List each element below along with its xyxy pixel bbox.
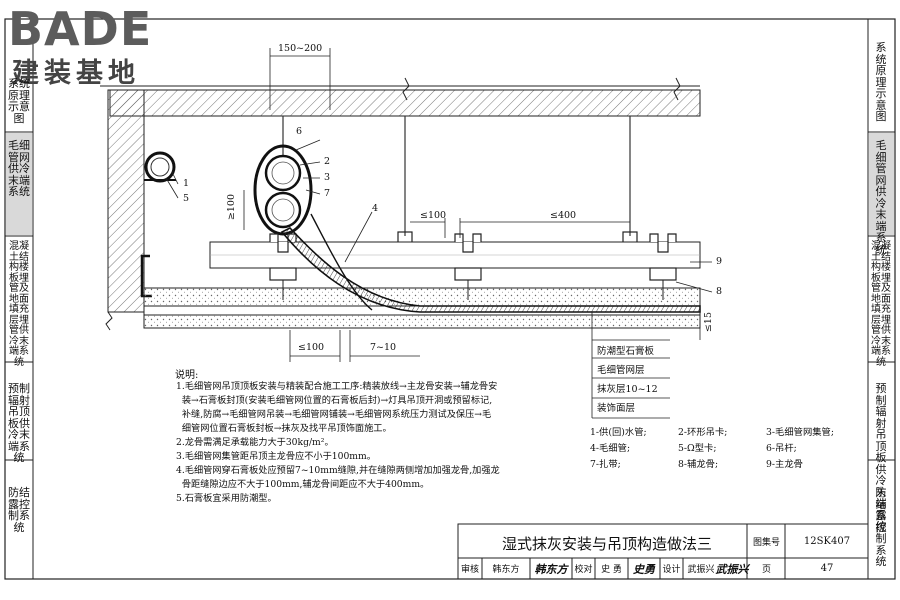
tab-separators xyxy=(5,131,895,461)
right-active-tab-bg xyxy=(869,133,894,235)
note-item: 1.毛细管网吊顶顶板安装与精装配合施工工序:精装放线→主龙骨安装→辅龙骨安 装→… xyxy=(176,381,498,434)
right-tab-concrete-slab[interactable]: 混凝土结构楼板埋管及地面填充层埋管供冷末端系统 xyxy=(871,241,891,368)
note-item: 4.毛细管网穿石膏板处应预留7~10mm缝隙,并在缝隙两侧增加加强龙骨,加强龙 … xyxy=(176,465,500,490)
callout-3: 3 xyxy=(324,172,331,183)
designer-name: 武振兴 xyxy=(687,565,715,575)
left-tab-system-diagram[interactable]: 系统原理示意图 xyxy=(8,77,30,125)
legend-item: 4-毛细管; xyxy=(590,443,631,454)
review-label: 审核 xyxy=(460,565,479,575)
finish-layer xyxy=(143,314,701,329)
left-tab-capillary[interactable]: 毛细管网供冷末端系统 xyxy=(8,139,30,198)
designer-signature: 武振兴 xyxy=(715,562,749,576)
break-mark-top xyxy=(402,77,410,101)
capillary-mat xyxy=(280,227,701,313)
dim-rail-spacing: ≤400 xyxy=(550,210,577,221)
leader-lines xyxy=(165,139,713,419)
note-item: 5.石膏板宜采用防潮型。 xyxy=(176,493,277,504)
legend-item: 5-Ω型卡; xyxy=(678,443,717,454)
callout-7: 7 xyxy=(324,188,331,199)
reviewer-name: 韩东方 xyxy=(492,565,520,575)
notes-title: 说明: xyxy=(175,370,199,381)
legend-item: 8-辅龙骨; xyxy=(678,459,719,470)
legend-item: 1-供(回)水管; xyxy=(590,427,647,438)
legend-item: 3-毛细管网集管; xyxy=(766,427,834,438)
note-item: 2.龙骨需满足承载能力大于30kg/m²。 xyxy=(176,437,334,448)
left-tab-prefab-panel[interactable]: 预制辐射吊顶板供冷末端系统 xyxy=(8,382,30,464)
right-tab-prefab-panel[interactable]: 预制辐射吊顶板供冷末端系统 xyxy=(875,382,887,533)
layer-capillary: 毛细管网层 xyxy=(597,365,645,376)
legend-item: 9-主龙骨 xyxy=(766,459,803,470)
dimension-lines xyxy=(243,48,701,362)
concrete-slab xyxy=(109,89,701,117)
dim-top-span: 150~200 xyxy=(278,43,323,54)
right-tab-condensation[interactable]: 防结露控制系统 xyxy=(875,486,887,568)
legend-item: 2-环形吊卡; xyxy=(678,427,728,438)
hanger-rods xyxy=(282,116,631,236)
logo-brand: BADE xyxy=(8,2,153,56)
drawing-title: 湿式抹灰安装与吊顶构造做法三 xyxy=(501,534,712,553)
checker-name: 史 勇 xyxy=(601,565,622,575)
notes-list: 1.毛细管网吊顶顶板安装与精装配合施工工序:精装放线→主龙骨安装→辅龙骨安 装→… xyxy=(176,380,546,506)
concrete-wall xyxy=(107,89,145,313)
supply-return-pipe xyxy=(144,151,176,183)
dim-bottom-left: ≤100 xyxy=(298,342,325,353)
break-mark-right xyxy=(673,77,681,101)
legend-item: 6-吊杆; xyxy=(766,443,797,454)
atlas-label: 图集号 xyxy=(752,537,780,548)
capillary-header-pipes xyxy=(253,144,313,236)
design-label: 设计 xyxy=(662,565,681,575)
logo-subtitle: 建装基地 xyxy=(12,58,140,89)
check-label: 校对 xyxy=(574,565,593,575)
callout-8: 8 xyxy=(716,286,723,297)
layer-gypsum: 防潮型石膏板 xyxy=(597,346,655,357)
atlas-number: 12SK407 xyxy=(803,535,851,547)
dim-right-vertical: ≤15 xyxy=(703,312,714,333)
capillary-tube-line xyxy=(310,213,373,311)
callout-1: 1 xyxy=(183,178,190,189)
note-item: 3.毛细管网集管距吊顶主龙骨应不小于100mm。 xyxy=(176,451,376,462)
ceiling-screws xyxy=(282,280,664,300)
title-block-grid xyxy=(457,523,869,580)
plaster-layer xyxy=(143,287,701,307)
parts-legend: 1-供(回)水管; 2-环形吊卡; 3-毛细管网集管; 4-毛细管; 5-Ω型卡; 6-… xyxy=(590,425,860,473)
left-tab-concrete-slab[interactable]: 混凝土结构楼板埋管及地面填充层埋管供冷末端系统 xyxy=(9,241,29,368)
layer-plaster: 抹灰层10~12 xyxy=(597,384,658,395)
callout-5: 5 xyxy=(183,193,190,204)
callout-2: 2 xyxy=(324,156,331,167)
page-number: 47 xyxy=(820,563,834,574)
left-active-tab-bg xyxy=(6,133,32,235)
callout-9: 9 xyxy=(716,256,723,267)
right-tab-capillary[interactable]: 毛细管网供冷末端系统 xyxy=(875,139,887,256)
callout-6: 6 xyxy=(296,126,303,137)
layer-finish: 装饰面层 xyxy=(597,403,636,414)
aux-keel-brackets xyxy=(269,233,677,281)
callout-4: 4 xyxy=(372,203,379,214)
dim-left-vertical: ≥100 xyxy=(226,194,237,221)
break-mark-wall xyxy=(105,311,113,331)
checker-signature: 史勇 xyxy=(633,562,655,576)
dim-rail-gap: ≤100 xyxy=(420,210,447,221)
legend-item: 7-扎带; xyxy=(590,459,621,470)
right-tab-system-diagram[interactable]: 系统原理示意图 xyxy=(875,41,887,123)
reviewer-signature: 韩东方 xyxy=(534,562,568,576)
page-label: 页 xyxy=(761,565,771,575)
sheet-border xyxy=(4,18,896,580)
dim-bottom-gap: 7~10 xyxy=(370,342,397,353)
left-tab-condensation[interactable]: 防结露控制系统 xyxy=(8,486,30,534)
